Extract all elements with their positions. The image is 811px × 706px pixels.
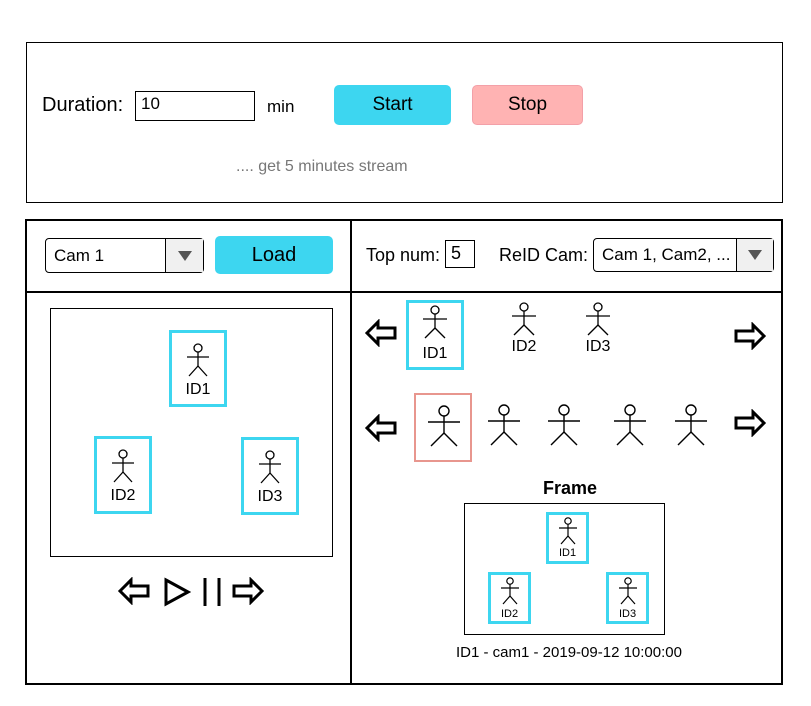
left-arrow-icon[interactable]	[365, 319, 397, 347]
right-arrow-icon[interactable]	[734, 322, 766, 350]
duration-input[interactable]: 10	[135, 91, 255, 121]
duration-unit: min	[267, 97, 295, 116]
query-id-label: ID1	[422, 345, 448, 362]
frame-id-label: ID1	[558, 547, 577, 559]
stick-figure-icon	[559, 517, 577, 545]
detection-box[interactable]: ID2	[94, 436, 152, 514]
query-person[interactable]: ID2	[505, 300, 543, 358]
load-button[interactable]: Load	[215, 236, 333, 274]
stick-figure-icon	[187, 343, 209, 377]
detection-id-label: ID1	[185, 381, 211, 398]
stick-figure-icon	[112, 449, 134, 483]
detection-box[interactable]: ID3	[241, 437, 299, 515]
frame-detection-box: ID1	[546, 512, 589, 564]
stick-figure-icon	[512, 302, 536, 336]
reid-cam-label: ReID Cam:	[499, 245, 589, 265]
frame-id-label: ID3	[618, 608, 637, 620]
reid-cam-select[interactable]: Cam 1, Cam2, ...	[593, 238, 774, 272]
frame-detection-box: ID3	[606, 572, 649, 624]
video-viewer	[50, 308, 333, 557]
detection-id-label: ID2	[110, 487, 136, 504]
stick-figure-icon	[259, 450, 281, 484]
dropdown-arrow-icon	[736, 239, 773, 271]
horizontal-divider	[25, 291, 783, 293]
right-arrow-icon[interactable]	[734, 409, 766, 437]
stick-figure-icon[interactable]	[674, 404, 708, 446]
top-num-label: Top num:	[366, 245, 441, 265]
frame-id-label: ID2	[500, 608, 519, 620]
match-selected-box[interactable]	[414, 393, 472, 462]
right-arrow-icon[interactable]	[232, 577, 264, 605]
stick-figure-icon[interactable]	[613, 404, 647, 446]
query-id-label: ID2	[511, 338, 537, 355]
left-arrow-icon[interactable]	[118, 577, 150, 605]
dropdown-arrow-icon	[165, 239, 203, 272]
stick-figure-icon	[586, 302, 610, 336]
stick-figure-icon[interactable]	[547, 404, 581, 446]
play-icon[interactable]	[163, 577, 191, 607]
query-person[interactable]: ID3	[579, 300, 617, 358]
frame-title: Frame	[542, 478, 598, 498]
stick-figure-icon	[619, 577, 637, 605]
frame-detection-box: ID2	[488, 572, 531, 624]
query-id-label: ID3	[585, 338, 611, 355]
detection-id-label: ID3	[257, 488, 283, 505]
query-person-box[interactable]: ID1	[406, 300, 464, 370]
vertical-divider	[350, 219, 352, 685]
frame-preview	[464, 503, 665, 635]
reid-cam-select-value: Cam 1, Cam2, ...	[602, 245, 731, 264]
stop-button[interactable]: Stop	[472, 85, 583, 125]
camera-select[interactable]: Cam 1	[45, 238, 204, 273]
detection-box[interactable]: ID1	[169, 330, 227, 407]
frame-caption: ID1 - cam1 - 2019-09-12 10:00:00	[456, 644, 682, 661]
camera-select-value: Cam 1	[54, 245, 105, 265]
stream-hint: .... get 5 minutes stream	[236, 158, 408, 175]
left-arrow-icon[interactable]	[365, 414, 397, 442]
capture-panel	[26, 42, 783, 203]
duration-label: Duration:	[42, 94, 124, 116]
stick-figure-icon	[428, 405, 460, 447]
start-button[interactable]: Start	[334, 85, 451, 125]
stick-figure-icon[interactable]	[487, 404, 521, 446]
stick-figure-icon	[423, 305, 447, 339]
pause-icon[interactable]	[200, 576, 224, 608]
stick-figure-icon	[501, 577, 519, 605]
top-num-input[interactable]: 5	[445, 240, 475, 268]
bottom-panel-frame	[25, 219, 783, 685]
